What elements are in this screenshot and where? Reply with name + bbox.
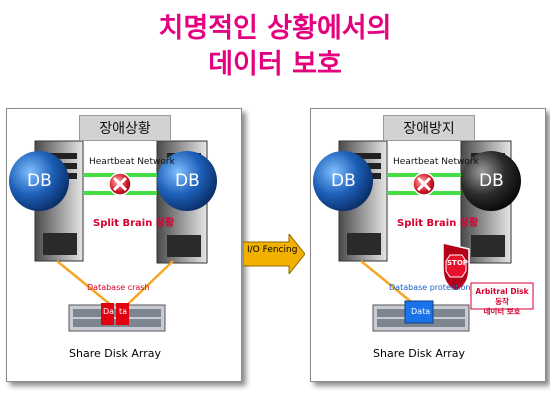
io-fencing-arrow: I/O Fencing (243, 234, 305, 274)
db-right-label: DB (479, 171, 504, 191)
failure-scenario-panel: 장애상황 Heartbeat Network Split Brain 상황 DB… (6, 108, 242, 382)
error-x-icon (108, 172, 132, 196)
arbitral-disk-line-1: Arbitral Disk 동작 (475, 287, 529, 306)
db-right-sphere (157, 151, 217, 211)
db-left-label: DB (331, 171, 356, 191)
database-protection-label: Database protection (389, 283, 471, 292)
db-left-sphere (9, 151, 69, 211)
san-link-left (360, 260, 416, 306)
io-fencing-label: I/O Fencing (247, 245, 298, 255)
disk-array-icon (68, 303, 166, 332)
prevention-label: 장애방지 (383, 115, 475, 141)
arbitral-disk-callout-box (470, 282, 534, 310)
db-left-label: DB (27, 171, 52, 191)
error-x-icon (412, 172, 436, 196)
db-right-label: DB (175, 171, 200, 191)
data-fragment-b: ta (119, 307, 128, 316)
disk-array-icon (372, 300, 470, 332)
db-right-sphere-fenced (461, 151, 521, 211)
failure-scenario-drawing (9, 140, 217, 332)
prevention-panel: 장애방지 Heartbeat Network Split Brain 상황 DB… (310, 108, 546, 382)
stop-shield-icon (442, 242, 470, 292)
arbitral-disk-label: Arbitral Disk 동작 데이터 보호 (473, 287, 531, 317)
split-brain-label: Split Brain 상황 (93, 218, 175, 229)
title-line-1: 치명적인 상황에서의 (158, 13, 392, 44)
san-link-right (126, 260, 174, 306)
title-line-2: 데이터 보호 (208, 49, 342, 80)
data-fragment-a: Da (103, 307, 115, 316)
heartbeat-network-label: Heartbeat Network (393, 157, 479, 167)
prevention-drawing (313, 140, 534, 332)
arbitral-disk-line-2: 데이터 보호 (483, 307, 521, 316)
heartbeat-network-label: Heartbeat Network (89, 157, 175, 167)
san-link-left (56, 260, 112, 306)
data-block-label: Data (411, 307, 431, 316)
split-brain-label: Split Brain 상황 (397, 218, 479, 229)
share-disk-array-label: Share Disk Array (373, 347, 465, 360)
share-disk-array-label: Share Disk Array (69, 347, 161, 360)
stop-label: STOP (447, 259, 468, 267)
failure-scenario-label: 장애상황 (79, 115, 171, 141)
database-crash-label: Database crash (87, 283, 150, 292)
db-left-sphere (313, 151, 373, 211)
